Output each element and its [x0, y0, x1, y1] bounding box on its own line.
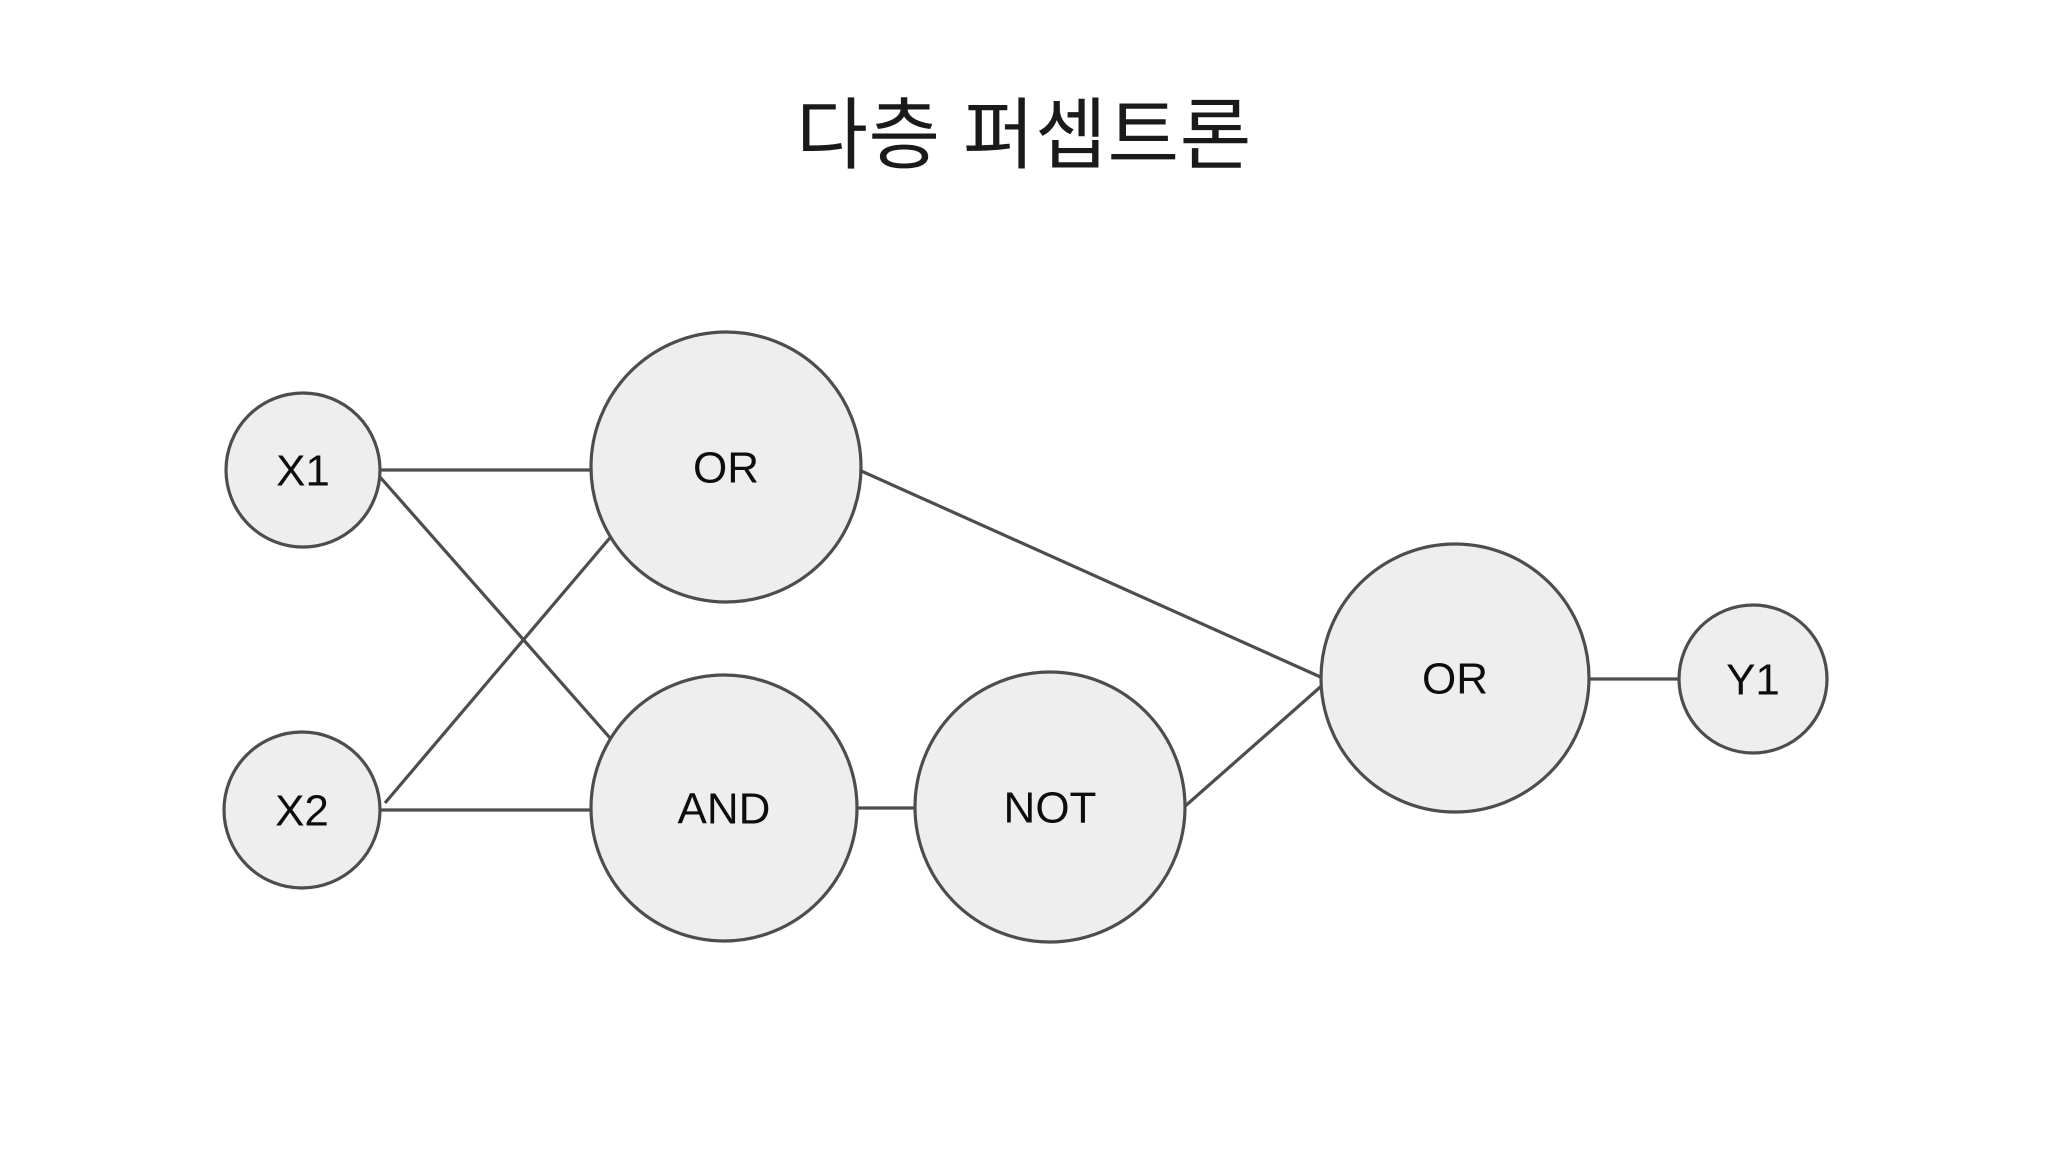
edges-layer — [378, 468, 1680, 812]
node-circle-x1[interactable] — [224, 391, 382, 549]
node-circle-x2[interactable] — [222, 730, 382, 890]
node-circle-not[interactable] — [913, 670, 1187, 944]
node-circle-or2[interactable] — [1319, 542, 1591, 814]
node-x1[interactable]: X1 — [224, 391, 382, 549]
node-circle-or1[interactable] — [589, 330, 863, 604]
node-label-or2: OR — [1422, 655, 1488, 704]
node-or1[interactable]: OR — [589, 330, 863, 604]
node-or2[interactable]: OR — [1319, 542, 1591, 814]
node-circle-and[interactable] — [589, 673, 859, 943]
node-label-y1: Y1 — [1726, 656, 1780, 705]
edge-not-to-or2 — [1181, 680, 1328, 810]
node-circle-y1[interactable] — [1677, 603, 1829, 755]
node-label-not: NOT — [1004, 784, 1097, 833]
node-x2[interactable]: X2 — [222, 730, 382, 890]
node-label-x1: X1 — [276, 447, 330, 496]
edge-x1-to-and — [378, 475, 635, 766]
node-label-or1: OR — [693, 444, 759, 493]
node-and[interactable]: AND — [589, 673, 859, 943]
edge-x2-to-or1 — [383, 511, 633, 805]
node-label-and: AND — [678, 785, 771, 834]
node-y1[interactable]: Y1 — [1677, 603, 1829, 755]
edge-or1-to-or2 — [858, 468, 1326, 681]
node-label-x2: X2 — [275, 787, 329, 836]
node-not[interactable]: NOT — [913, 670, 1187, 944]
page-title: 다층 퍼셉트론 — [796, 91, 1252, 179]
